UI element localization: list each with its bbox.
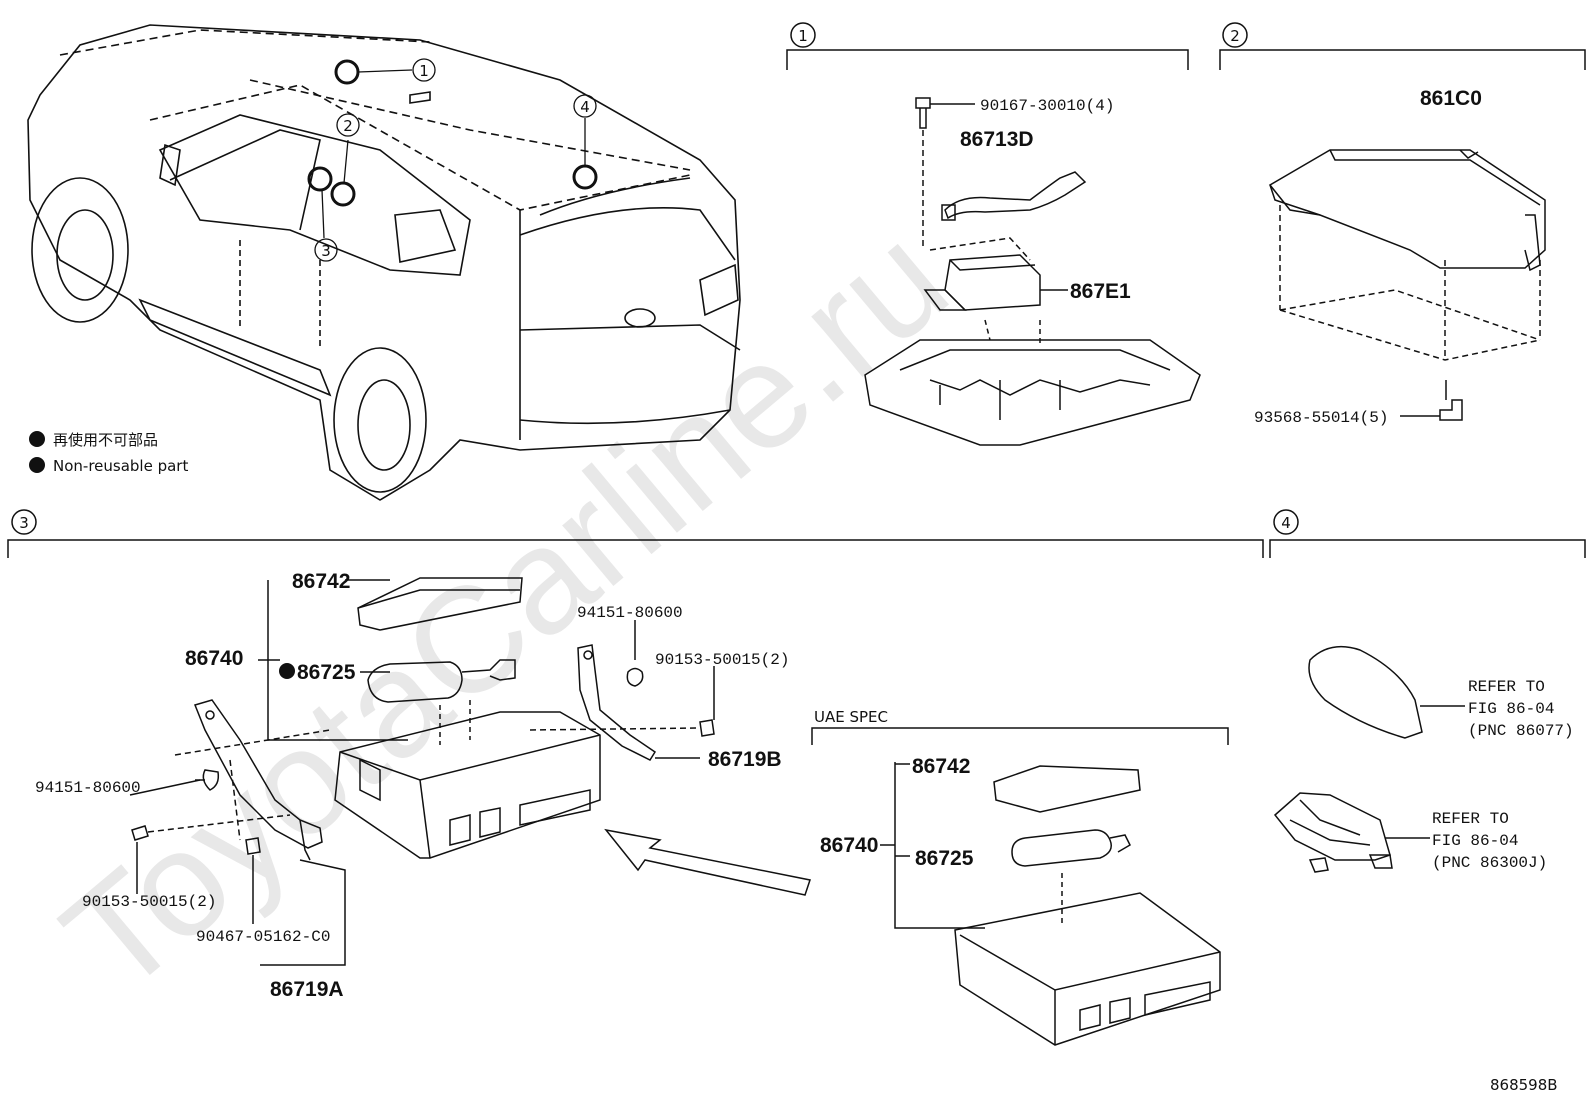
section-4-number: 4: [1281, 514, 1291, 532]
roof-marker-1: [334, 59, 360, 85]
part-86719B: 86719B: [708, 748, 782, 771]
legend-bullet-en: [29, 457, 45, 473]
uae-part-86742: 86742: [912, 755, 970, 778]
ref-1-line-2: FIG 86-04: [1468, 700, 1554, 718]
part-86725: 86725: [297, 661, 356, 684]
part-94151-80600-right: 94151-80600: [577, 604, 683, 622]
part-867E1: 867E1: [1070, 280, 1131, 303]
part-86713D: 86713D: [960, 128, 1034, 151]
ref-2-line-3: (PNC 86300J): [1432, 854, 1547, 872]
legend-bullet-jp: [29, 431, 45, 447]
vehicle-callout-4: 4: [580, 98, 590, 116]
part-90153-50015-right: 90153-50015(2): [655, 651, 789, 669]
vehicle-illustration: [27, 24, 741, 501]
legend-en: Non-reusable part: [53, 457, 188, 475]
part-90167-30010: 90167-30010(4): [980, 97, 1114, 115]
ref-2-line-2: FIG 86-04: [1432, 832, 1518, 850]
ref-1-line-3: (PNC 86077): [1468, 722, 1574, 740]
diagram-code: 868598B: [1490, 1076, 1558, 1094]
part-90153-50015-left: 90153-50015(2): [82, 893, 216, 911]
vehicle-callout-1: 1: [419, 62, 429, 80]
section-1-number: 1: [798, 27, 808, 45]
legend-jp: 再使用不可部品: [53, 431, 158, 449]
part-86740: 86740: [185, 647, 243, 670]
uae-part-86725: 86725: [915, 847, 974, 870]
vehicle-callout-3: 3: [321, 242, 331, 260]
part-94151-80600-left: 94151-80600: [35, 779, 141, 797]
non-reusable-86725-bullet: [279, 663, 295, 679]
roof-marker-3: [307, 166, 333, 192]
part-93568-55014: 93568-55014(5): [1254, 409, 1388, 427]
part-861C0: 861C0: [1420, 87, 1482, 110]
ref-2-line-1: REFER TO: [1432, 810, 1509, 828]
part-86719A: 86719A: [270, 978, 344, 1001]
section-3-number: 3: [19, 514, 29, 532]
part-90467-05162-C0: 90467-05162-C0: [196, 928, 330, 946]
vehicle-callout-2: 2: [343, 117, 353, 135]
roof-marker-2: [330, 181, 356, 207]
part-86742: 86742: [292, 570, 350, 593]
uae-part-86740: 86740: [820, 834, 878, 857]
uae-spec-title: UAE SPEC: [814, 708, 888, 726]
section-2-number: 2: [1230, 27, 1240, 45]
roof-marker-4: [572, 164, 598, 190]
ref-1-line-1: REFER TO: [1468, 678, 1545, 696]
